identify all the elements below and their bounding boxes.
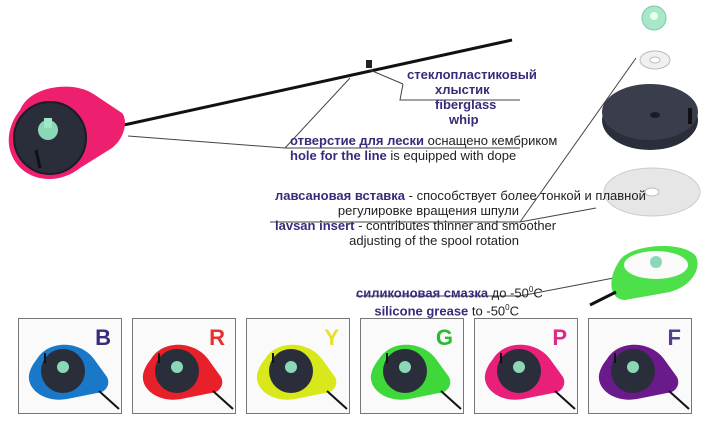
hole-en: hole for the line is equipped with dope [290, 148, 557, 163]
lavsan-ru-bold: лавсановая вставка [275, 188, 406, 203]
lavsan-ru: лавсановая вставка - способствует более … [275, 188, 646, 203]
variant-hub [57, 361, 69, 373]
hole-en-bold: hole for the line [290, 148, 387, 163]
whip-tip-ring [366, 60, 372, 68]
washer-part [639, 50, 671, 70]
variant-whip [440, 390, 462, 410]
variant-thumb[interactable]: Y [246, 318, 350, 414]
variant-letter: G [435, 325, 453, 350]
variant-thumb[interactable]: F [588, 318, 692, 414]
lavsan-en-bold: lavsan insert [275, 218, 355, 233]
variant-thumb[interactable]: R [132, 318, 236, 414]
variant-hub [513, 361, 525, 373]
variant-thumb[interactable]: P [474, 318, 578, 414]
grease-en-unit: C [509, 303, 519, 319]
variant-hub [285, 361, 297, 373]
leader-hole [127, 135, 286, 149]
grease-en: silicone grease to -500C [356, 300, 519, 318]
variant-rod-icon [142, 344, 234, 410]
variant-rod-icon [370, 344, 462, 410]
whip-ru-line2: хлыстик [435, 82, 490, 97]
variant-letter: P [552, 325, 567, 350]
variant-whip [212, 390, 234, 410]
variant-letter: B [95, 325, 111, 350]
variant-letter: Y [324, 325, 339, 350]
grease-ru: силиконовая смазка до -500C [356, 282, 543, 301]
label-grease: силиконовая смазка до -500C silicone gre… [356, 282, 543, 319]
variant-hub [627, 361, 639, 373]
hole-ru-rest: оснащено кембриком [424, 133, 558, 148]
label-whip: стеклопластиковый хлыстик fiberglass whi… [407, 67, 537, 127]
lavsan-en-rest: - contributes thinner and smoother [354, 218, 557, 233]
variant-rod-icon [256, 344, 348, 410]
variant-rod-icon [484, 344, 576, 410]
lavsan-en-2: adjusting of the spool rotation [349, 233, 519, 248]
black-spool-part [602, 84, 698, 150]
lavsan-insert-part [603, 167, 701, 217]
variant-whip [554, 390, 576, 410]
spool-knob [44, 118, 52, 128]
grease-en-bold: silicone grease [374, 303, 469, 319]
variant-whip [668, 390, 690, 410]
leader-hole-2 [284, 77, 351, 149]
variant-thumb[interactable]: B [18, 318, 122, 414]
variant-rod-icon [598, 344, 690, 410]
degree-sup-2: 0 [505, 303, 510, 313]
variant-thumb[interactable]: G [360, 318, 464, 414]
leader-lavsan-a [519, 57, 637, 223]
label-lavsan: лавсановая вставка - способствует более … [275, 188, 646, 248]
variant-hub [399, 361, 411, 373]
variant-letter: R [209, 325, 225, 350]
green-reel-part [589, 245, 698, 307]
variant-whip [326, 390, 348, 410]
whip-en-line1: fiberglass [435, 97, 497, 112]
leader-whip [399, 83, 520, 101]
variant-rod-icon [28, 344, 120, 410]
spool-handle [34, 149, 42, 169]
top-knob-part [641, 5, 667, 31]
leader-whip-2 [369, 69, 404, 85]
grease-ru-bold: силиконовая смазка [356, 285, 489, 301]
lavsan-ru-2: регулировке вращения шпули [337, 203, 519, 218]
hole-en-rest: is equipped with dope [386, 148, 517, 163]
grease-ru-rest: до -50 [488, 285, 529, 301]
leader-lavsan-b [519, 207, 597, 223]
label-hole: отверстие для лески оснащено кембриком h… [290, 133, 557, 163]
grease-en-rest: to -50 [468, 303, 506, 319]
spool-hub [38, 120, 58, 140]
hole-ru-bold: отверстие для лески [290, 133, 424, 148]
whip-en-line2: whip [449, 112, 479, 127]
degree-sup-1: 0 [528, 285, 534, 294]
variant-whip [98, 390, 120, 410]
variant-letter: F [667, 325, 681, 350]
leader-grease [519, 275, 625, 297]
fiberglass-whip [109, 38, 513, 130]
variant-hub [171, 361, 183, 373]
lavsan-en: lavsan insert - contributes thinner and … [275, 218, 556, 233]
lavsan-ru-rest: - способствует более тонкой и плавной [405, 188, 646, 203]
whip-ru-line1: стеклопластиковый [407, 67, 537, 82]
hole-ru: отверстие для лески оснащено кембриком [290, 133, 557, 148]
grease-ru-unit: C [533, 285, 543, 301]
